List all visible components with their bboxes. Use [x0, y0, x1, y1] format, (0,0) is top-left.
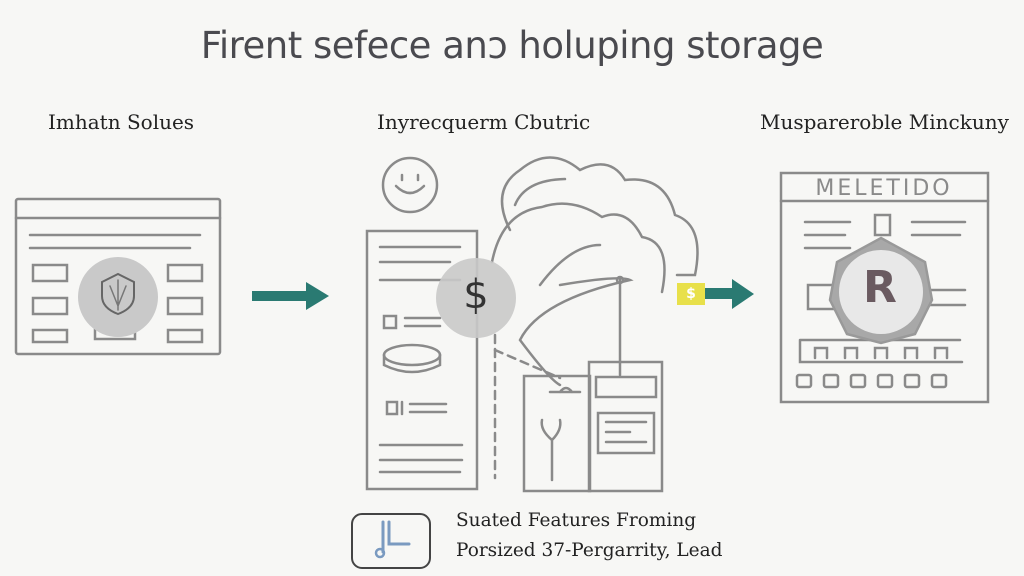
- section-label-2: Inyrecquerm Cbutric: [377, 110, 591, 134]
- dollar-symbol: $: [463, 272, 489, 318]
- middle-sketch: [365, 156, 699, 493]
- footer-line-1: Suated Features Froming: [456, 510, 697, 531]
- footer-line-2: Porsized 37-Pergarrity, Lead: [456, 540, 723, 561]
- right-document-panel: [779, 171, 990, 404]
- arrow-right-icon: [252, 282, 329, 310]
- hexagon-r-badge-icon: [828, 236, 934, 345]
- badge-letter: R: [863, 262, 897, 313]
- dollar-tag-icon: $: [677, 283, 705, 305]
- arrow-right-icon-2: [705, 279, 754, 309]
- section-label-1: Imhatn Solues: [48, 110, 195, 134]
- section-label-3: Muspareroble Minckuny: [760, 110, 1009, 134]
- diagram-title: Firent sefece anɔ holuping storage: [200, 24, 824, 67]
- dollar-coin-icon: [436, 258, 516, 338]
- panel-header-text: MELETIDO: [815, 176, 953, 201]
- left-window-panel: [14, 197, 222, 356]
- document-tool-icon: [351, 513, 431, 569]
